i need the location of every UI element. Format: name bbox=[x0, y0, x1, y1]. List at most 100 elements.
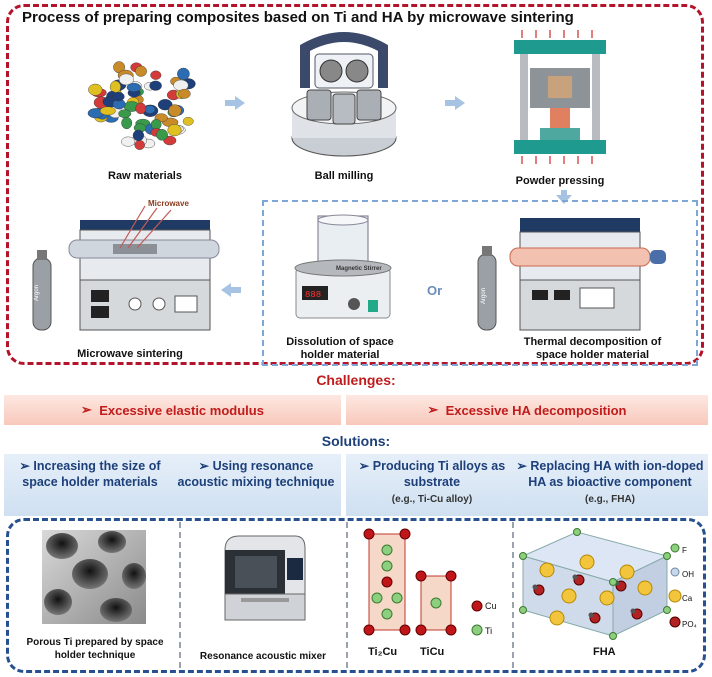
ca-atom bbox=[561, 588, 577, 604]
granule bbox=[168, 104, 182, 117]
ti-atom bbox=[391, 592, 403, 604]
divider bbox=[346, 522, 348, 668]
f-atom bbox=[519, 552, 527, 560]
ball-milling-label: Ball milling bbox=[314, 170, 374, 182]
powder-pressing-label: Powder pressing bbox=[515, 175, 605, 187]
challenges-heading: Challenges: bbox=[316, 372, 396, 388]
ca-atom bbox=[619, 564, 635, 580]
solution-text: Using resonance acoustic mixing techniqu… bbox=[177, 459, 335, 489]
ca-atom bbox=[549, 610, 565, 626]
granule bbox=[150, 70, 162, 80]
solution-item-3: ➢ Producing Ti alloys as substrate (e.g.… bbox=[358, 459, 506, 505]
cu-atom bbox=[445, 570, 457, 582]
oh-legend-icon bbox=[670, 567, 680, 577]
cu-atom bbox=[399, 624, 411, 636]
tube-furnace-image bbox=[477, 218, 666, 331]
challenge-item-2: ➢ Excessive HA decomposition bbox=[346, 395, 708, 425]
granule bbox=[156, 129, 168, 141]
process-frame bbox=[6, 4, 704, 365]
solution-box-right bbox=[346, 454, 708, 516]
granule bbox=[150, 119, 162, 130]
granule bbox=[135, 65, 147, 77]
fha-crystal-image bbox=[519, 528, 682, 640]
granule bbox=[167, 123, 182, 137]
f-atom bbox=[663, 552, 671, 560]
ca-atom bbox=[637, 580, 653, 596]
microwave-sintering-label: Microwave sintering bbox=[77, 348, 183, 360]
granule bbox=[121, 136, 136, 147]
ti-cu-crystals-image bbox=[363, 528, 483, 636]
space-holder-removal-frame bbox=[262, 200, 698, 366]
bullet-icon: ➢ bbox=[427, 402, 439, 417]
ca-atom bbox=[579, 554, 595, 570]
raw-materials-image bbox=[87, 61, 196, 150]
arrow-left-icon bbox=[221, 283, 241, 297]
granule bbox=[118, 73, 134, 86]
page-title: Process of preparing composites based on… bbox=[22, 9, 574, 26]
solution-text: Increasing the size of space holder mate… bbox=[22, 459, 161, 489]
ti-atom bbox=[381, 608, 393, 620]
arrow-right-icon bbox=[225, 96, 245, 110]
fha-legend-f: F bbox=[682, 546, 687, 555]
thermal-decomposition-label: Thermal decomposition of space holder ma… bbox=[523, 336, 662, 361]
or-label: Or bbox=[427, 283, 443, 298]
po4-legend-icon bbox=[669, 616, 681, 628]
fha-legend-ca: Ca bbox=[682, 594, 693, 603]
porous-ti-image bbox=[42, 530, 146, 624]
solutions-heading: Solutions: bbox=[321, 433, 391, 449]
ca-atom bbox=[599, 590, 615, 606]
cu-legend-label: Cu bbox=[485, 601, 497, 611]
ti-atom bbox=[430, 597, 442, 609]
granule bbox=[99, 106, 116, 116]
granule bbox=[121, 116, 133, 130]
acoustic-mixer-image bbox=[224, 535, 306, 621]
granule bbox=[88, 83, 103, 96]
granule bbox=[144, 105, 156, 114]
solution-box-left bbox=[4, 454, 341, 516]
f-atom bbox=[519, 606, 527, 614]
argon-label-1: Argon bbox=[34, 284, 41, 302]
challenge-text: Excessive elastic modulus bbox=[99, 402, 264, 418]
divider bbox=[512, 522, 514, 668]
granule bbox=[112, 91, 125, 102]
microwave-furnace-image bbox=[32, 205, 220, 331]
granule bbox=[178, 88, 191, 99]
granule bbox=[126, 82, 142, 92]
f-atom bbox=[609, 632, 617, 640]
f-legend-icon bbox=[670, 543, 680, 553]
ti-atom bbox=[371, 592, 383, 604]
porous-ti-label: Porous Ti prepared by space holder techn… bbox=[26, 637, 164, 661]
arrow-right-icon bbox=[445, 96, 465, 110]
ti-legend-icon bbox=[471, 624, 483, 636]
stirrer-label: Magnetic Stirrer bbox=[336, 266, 382, 272]
cu-atom bbox=[381, 576, 393, 588]
cu-atom bbox=[445, 624, 457, 636]
granule bbox=[182, 117, 194, 126]
po4-oxygen bbox=[572, 574, 578, 580]
solution-item-4: ➢ Replacing HA with ion-doped HA as bioa… bbox=[516, 459, 704, 505]
granule bbox=[132, 129, 145, 142]
ti-atom bbox=[381, 544, 393, 556]
solution-text: Replacing HA with ion-doped HA as bioact… bbox=[528, 459, 704, 489]
cu-atom bbox=[415, 624, 427, 636]
magnetic-stirrer-image: 888 bbox=[294, 214, 392, 319]
ti-atom bbox=[381, 560, 393, 572]
raw-materials-label: Raw materials bbox=[108, 170, 182, 182]
f-atom bbox=[663, 606, 671, 614]
granule bbox=[135, 102, 147, 115]
granule bbox=[134, 140, 145, 150]
mixer-label: Resonance acoustic mixer bbox=[199, 651, 327, 662]
granule bbox=[118, 109, 132, 118]
powder-press-image bbox=[514, 30, 606, 164]
f-atom bbox=[609, 578, 617, 586]
cu-atom bbox=[363, 528, 375, 540]
dissolution-label: Dissolution of space holder material bbox=[286, 336, 394, 361]
examples-frame bbox=[6, 518, 706, 673]
po4-oxygen bbox=[588, 612, 594, 618]
fha-legend-po4: PO₄ bbox=[682, 620, 697, 629]
po4-oxygen bbox=[532, 584, 538, 590]
argon-label-2: Argon bbox=[481, 287, 488, 305]
solution-text: Producing Ti alloys as substrate bbox=[372, 459, 506, 489]
ca-atom bbox=[539, 562, 555, 578]
cu-atom bbox=[415, 570, 427, 582]
